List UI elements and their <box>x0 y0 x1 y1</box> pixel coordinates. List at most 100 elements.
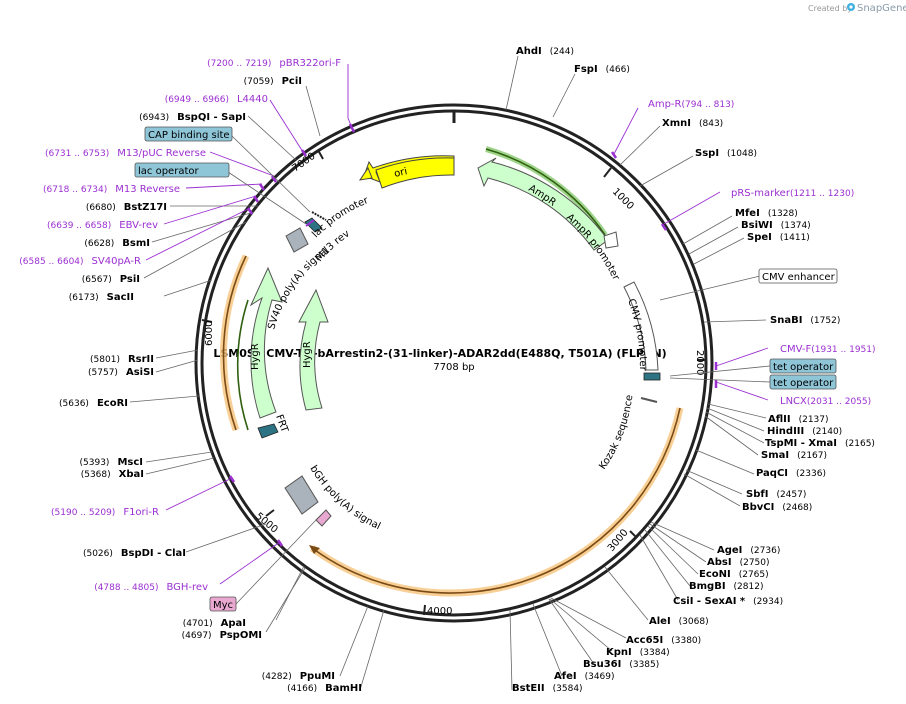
enzyme-site-right[interactable]: AgeI(2736) <box>717 545 780 556</box>
primer-range: (5190 .. 5209) <box>51 508 115 518</box>
enzyme-name: RsrII <box>128 354 154 365</box>
svg-text:(5190 .. 5209)F1ori-R: (5190 .. 5209)F1ori-R <box>51 507 159 518</box>
enzyme-name: EcoNI <box>699 569 731 580</box>
enzyme-site-right[interactable]: MfeI(1328) <box>735 208 798 219</box>
ampr-feature[interactable] <box>477 157 609 251</box>
enzyme-position: (1752) <box>810 316 840 326</box>
enzyme-site-right[interactable]: BmgBI(2812) <box>689 581 763 592</box>
tick-label-6000: 6000 <box>204 321 215 346</box>
enzyme-site-right[interactable]: Acc65I(3380) <box>626 635 701 646</box>
enzyme-site-right[interactable]: SbfI(2457) <box>746 489 806 500</box>
primer-name: Amp-R <box>648 99 682 110</box>
ampr-promoter-feature[interactable] <box>603 231 619 249</box>
enzyme-site-left[interactable]: (5757)AsiSI <box>88 367 154 378</box>
cmv-promoter-feature[interactable] <box>623 281 659 371</box>
enzyme-site-right[interactable]: AfeI(3469) <box>554 671 615 682</box>
primer-site[interactable]: (6718 .. 6734)M13 Reverse <box>43 184 180 195</box>
primer-range: (6731 .. 6753) <box>45 149 109 159</box>
enzyme-site-right[interactable]: AhdI(244) <box>516 46 574 57</box>
primer-range: (1931 .. 1951) <box>811 345 875 355</box>
enzyme-site-right[interactable]: Bsu36I(3385) <box>583 659 659 670</box>
enzyme-site-right[interactable]: AflII(2137) <box>768 414 829 425</box>
enzyme-site-left[interactable]: (5636)EcoRI <box>59 398 128 409</box>
m13-rev-feature[interactable] <box>305 219 315 227</box>
enzyme-position: (244) <box>550 47 574 57</box>
primer-site[interactable]: LNCX(2031 .. 2055) <box>780 396 871 407</box>
enzyme-site-left[interactable]: (6943)BspQI - SapI <box>139 112 246 123</box>
enzyme-position: (5801) <box>90 355 120 365</box>
cap-binding-site-box[interactable]: CAP binding site <box>144 126 233 142</box>
enzyme-name: SmaI <box>761 450 789 461</box>
myc-tag-feature[interactable] <box>315 509 332 527</box>
enzyme-site-left[interactable]: (5368)XbaI <box>81 469 144 480</box>
enzyme-site-right[interactable]: AbsI(2750) <box>707 557 770 568</box>
enzyme-site-left[interactable]: (4166)BamHI <box>287 683 362 694</box>
enzyme-name: BstZ17I <box>124 202 167 213</box>
enzyme-site-left[interactable]: (6173)SacII <box>69 292 134 303</box>
primer-site[interactable]: pRS-marker(1211 .. 1230) <box>731 188 854 199</box>
bgh-polya-feature[interactable] <box>284 475 319 515</box>
enzyme-site-right[interactable]: CsiI - SexAI *(2934) <box>673 596 783 607</box>
enzyme-site-right[interactable]: KpnI(3384) <box>606 647 670 658</box>
enzyme-site-right[interactable]: XmnI(843) <box>662 118 723 129</box>
lac-promoter-feature[interactable] <box>311 211 327 221</box>
enzyme-position: (6943) <box>139 113 169 123</box>
enzyme-site-right[interactable]: FspI(466) <box>574 64 630 75</box>
lac-operator-box[interactable]: lac operator <box>134 162 230 178</box>
enzyme-site-left[interactable]: (4697)PspOMI <box>182 630 262 641</box>
primer-site[interactable]: (6731 .. 6753)M13/pUC Reverse <box>45 148 206 159</box>
enzyme-site-left[interactable]: (6680)BstZ17I <box>86 202 167 213</box>
cmv-enhancer-box[interactable]: CMV enhancer <box>758 268 838 284</box>
svg-text:(5636)EcoRI: (5636)EcoRI <box>59 398 128 409</box>
enzyme-site-left[interactable]: (5026)BspDI - ClaI <box>83 548 186 559</box>
primer-site[interactable]: (7200 .. 7219)pBR322ori-F <box>207 58 341 69</box>
kozak-feature[interactable] <box>640 397 658 403</box>
enzyme-site-right[interactable]: AleI(3068) <box>649 616 709 627</box>
enzyme-position: (3380) <box>671 636 701 646</box>
enzyme-site-left[interactable]: (5393)MscI <box>80 457 144 468</box>
enzyme-position: (3385) <box>629 660 659 670</box>
enzyme-site-left[interactable]: (6628)BsmI <box>84 238 150 249</box>
tick-3000 <box>629 530 638 539</box>
enzyme-site-left[interactable]: (7059)PciI <box>244 76 302 87</box>
svg-text:CsiI - SexAI *(2934): CsiI - SexAI *(2934) <box>673 596 783 607</box>
primer-name: L4440 <box>237 94 268 105</box>
enzyme-site-right[interactable]: HindIII(2140) <box>767 426 842 437</box>
myc-box[interactable]: Myc <box>209 596 237 612</box>
enzyme-site-right[interactable]: BstEII(3584) <box>512 683 583 694</box>
svg-text:pRS-marker(1211 .. 1230): pRS-marker(1211 .. 1230) <box>731 188 854 199</box>
enzyme-site-right[interactable]: TspMI - XmaI(2165) <box>765 438 875 449</box>
enzyme-site-right[interactable]: BbvCI(2468) <box>742 502 812 513</box>
enzyme-site-right[interactable]: SnaBI(1752) <box>770 315 840 326</box>
primer-site[interactable]: (5190 .. 5209)F1ori-R <box>51 507 159 518</box>
enzyme-site-left[interactable]: (5801) RsrII <box>90 354 154 365</box>
enzyme-site-left[interactable]: (4282)PpuMI <box>262 671 335 682</box>
primer-range: (6949 .. 6966) <box>165 95 229 105</box>
primer-site[interactable]: (6585 .. 6604)SV40pA-R <box>19 256 141 267</box>
hygr-feature-left[interactable] <box>249 266 283 419</box>
enzyme-site-right[interactable]: EcoNI (2765) <box>699 569 769 580</box>
enzyme-site-left[interactable]: (6567)PsiI <box>82 274 140 285</box>
hygr-feature-right[interactable] <box>298 288 329 411</box>
primer-site[interactable]: (6949 .. 6966) L4440 <box>165 94 268 105</box>
enzyme-site-right[interactable]: SmaI(2167) <box>761 450 827 461</box>
primer-site[interactable]: (4788 .. 4805)BGH-rev <box>94 582 208 593</box>
primer-site[interactable]: CMV-F(1931 .. 1951) <box>780 344 876 355</box>
primer-name: pBR322ori-F <box>279 58 341 69</box>
enzyme-site-right[interactable]: SpeI(1411) <box>747 232 810 243</box>
frt-feature[interactable] <box>257 423 279 439</box>
primer-site[interactable]: (6639 .. 6658)EBV-rev <box>47 220 158 231</box>
sv40-polya-feature[interactable] <box>285 227 309 253</box>
primer-site[interactable]: Amp-R(794 .. 813) <box>648 99 734 110</box>
tet-operator-feature[interactable] <box>643 372 661 381</box>
enzyme-position: (4701) <box>183 619 213 629</box>
enzyme-position: (2765) <box>739 570 769 580</box>
tet-operator-box-1[interactable]: tet operator <box>769 358 837 374</box>
tet-operator-box-2[interactable]: tet operator <box>769 374 837 390</box>
tick-label-2000: 2000 <box>694 350 705 375</box>
lac-operator-feature[interactable] <box>304 217 323 233</box>
enzyme-site-right[interactable]: SspI(1048) <box>695 148 757 159</box>
enzyme-site-right[interactable]: PaqCI(2336) <box>756 468 826 479</box>
enzyme-site-left[interactable]: (4701)ApaI <box>183 618 246 629</box>
enzyme-site-right[interactable]: BsiWI(1374) <box>741 220 811 231</box>
